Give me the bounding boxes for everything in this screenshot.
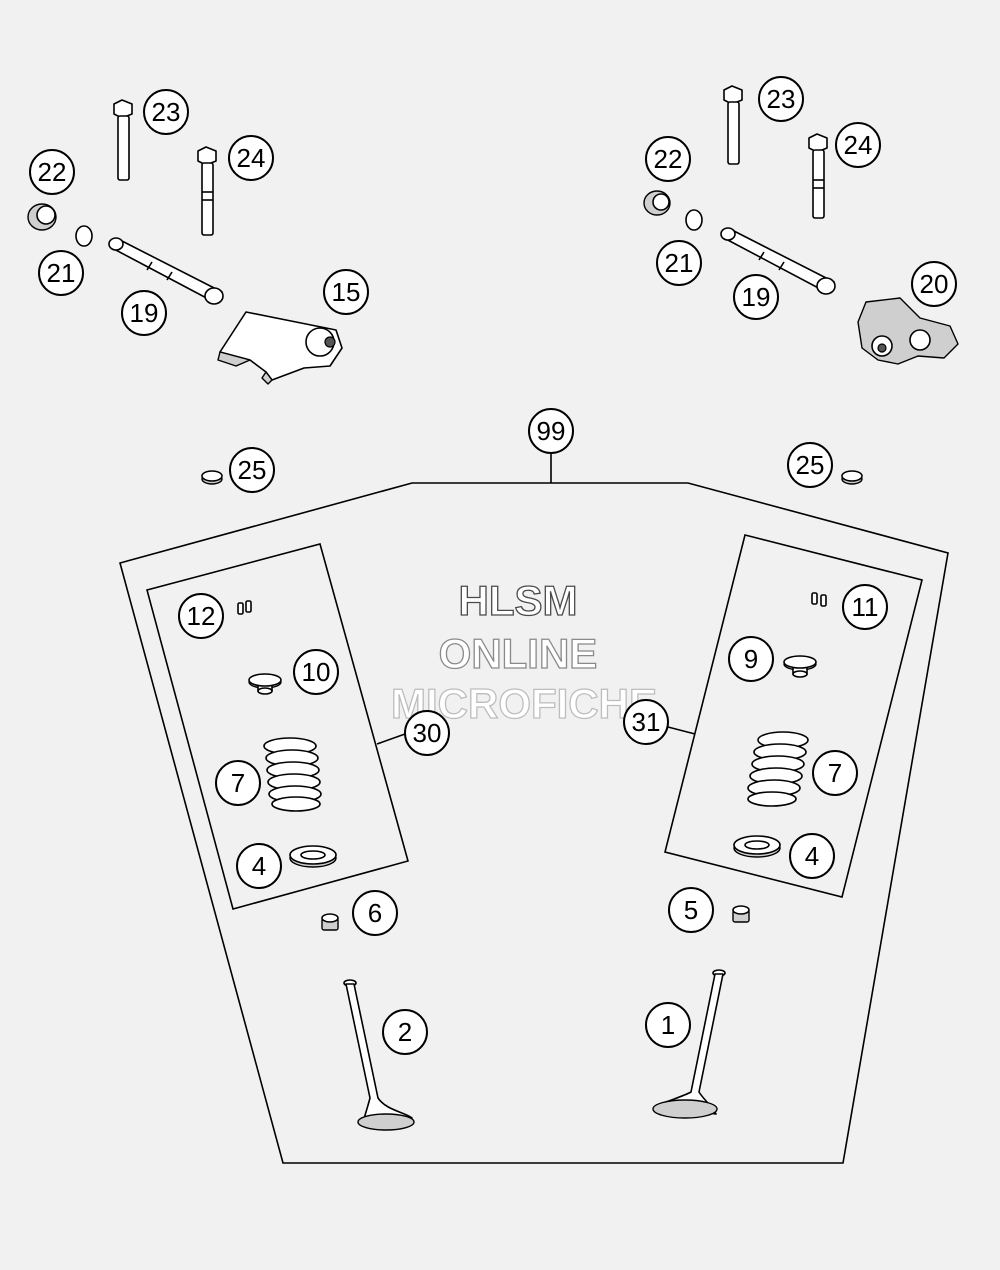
bolt-23-left-part xyxy=(113,99,133,181)
callout-4-left[interactable]: 4 xyxy=(236,843,282,889)
callout-22-left[interactable]: 22 xyxy=(29,149,75,195)
callout-5[interactable]: 5 xyxy=(668,887,714,933)
callout-23-left[interactable]: 23 xyxy=(143,89,189,135)
spring-seat-4-left-part xyxy=(289,845,337,868)
callout-1[interactable]: 1 xyxy=(645,1002,691,1048)
callout-30[interactable]: 30 xyxy=(404,710,450,756)
watermark-line2: ONLINE xyxy=(439,630,598,677)
spring-retainer-10-part xyxy=(248,673,282,695)
spring-retainer-9-part xyxy=(783,655,817,678)
callout-7-left[interactable]: 7 xyxy=(215,760,261,806)
cylinder-head-kit-outline xyxy=(119,482,949,1164)
bolt-24-left-part xyxy=(197,146,217,236)
callout-99[interactable]: 99 xyxy=(528,408,574,454)
callout-19-right[interactable]: 19 xyxy=(733,274,779,320)
valve-keeper-11-part xyxy=(811,592,827,607)
shim-25-right-part xyxy=(841,470,863,485)
valve-spring-kit-31-outline xyxy=(664,534,923,898)
callout-15[interactable]: 15 xyxy=(323,269,369,315)
callout-4-right[interactable]: 4 xyxy=(789,833,835,879)
rocker-arm-20-part xyxy=(857,297,959,365)
spring-seat-4-right-part xyxy=(733,835,781,858)
callout-25-left[interactable]: 25 xyxy=(229,447,275,493)
bolt-23-right-part xyxy=(723,85,743,165)
watermark-line1: HLSM xyxy=(459,577,578,624)
callout-23-right[interactable]: 23 xyxy=(758,76,804,122)
shim-25-left-part xyxy=(201,470,223,485)
callout-24-right[interactable]: 24 xyxy=(835,122,881,168)
leader-30 xyxy=(376,733,406,745)
rocker-arm-15-part xyxy=(217,311,343,385)
callout-10[interactable]: 10 xyxy=(293,649,339,695)
callout-22-right[interactable]: 22 xyxy=(645,136,691,182)
callout-20[interactable]: 20 xyxy=(911,261,957,307)
plug-22-right-part xyxy=(643,190,671,216)
callout-21-right[interactable]: 21 xyxy=(656,240,702,286)
callout-11[interactable]: 11 xyxy=(842,584,888,630)
callout-12[interactable]: 12 xyxy=(178,593,224,639)
rocker-shaft-19-left-part xyxy=(108,237,224,305)
valve-spring-7-left-part xyxy=(263,737,322,812)
valve-stem-seal-6-part xyxy=(321,913,339,931)
callout-6[interactable]: 6 xyxy=(352,890,398,936)
o-ring-21-left-part xyxy=(75,225,93,247)
valve-stem-seal-5-part xyxy=(732,905,750,923)
plug-22-left-part xyxy=(27,203,57,231)
valve-1-part xyxy=(652,969,726,1119)
callout-24-left[interactable]: 24 xyxy=(228,135,274,181)
callout-19-left[interactable]: 19 xyxy=(121,290,167,336)
valve-keeper-12-part xyxy=(237,600,252,615)
callout-9[interactable]: 9 xyxy=(728,636,774,682)
valve-2-part xyxy=(343,979,415,1131)
callout-7-right[interactable]: 7 xyxy=(812,750,858,796)
callout-21-left[interactable]: 21 xyxy=(38,250,84,296)
rocker-shaft-19-right-part xyxy=(720,227,836,295)
callout-2[interactable]: 2 xyxy=(382,1009,428,1055)
watermark-line3: MICROFICHE xyxy=(391,680,657,727)
leader-31 xyxy=(667,726,696,735)
valve-spring-7-right-part xyxy=(747,731,809,807)
valve-spring-kit-30-outline xyxy=(146,543,409,910)
o-ring-21-right-part xyxy=(685,209,703,231)
callout-25-right[interactable]: 25 xyxy=(787,442,833,488)
callout-31[interactable]: 31 xyxy=(623,699,669,745)
bolt-24-right-part xyxy=(808,133,828,219)
